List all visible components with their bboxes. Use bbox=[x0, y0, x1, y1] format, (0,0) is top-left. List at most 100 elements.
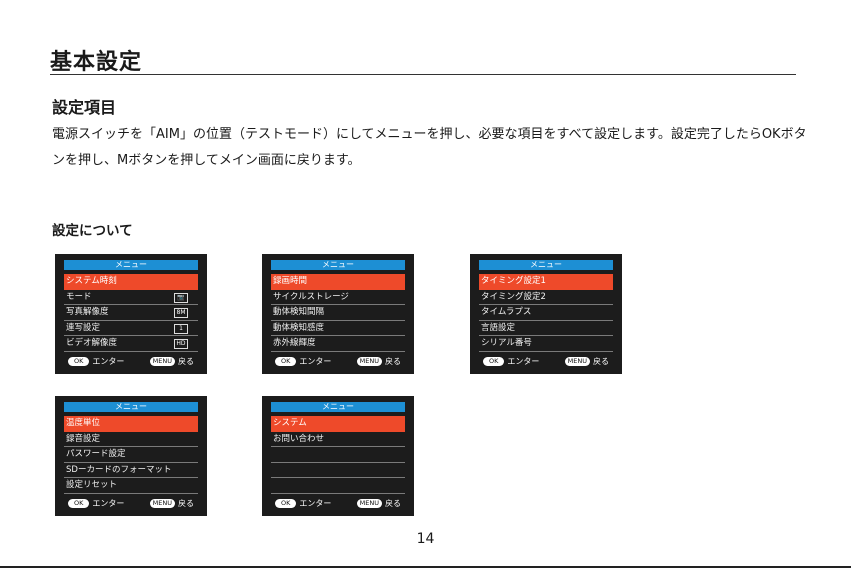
menu-item-label: ビデオ解像度 bbox=[66, 338, 118, 348]
menu-item[interactable]: パスワード設定 bbox=[64, 447, 198, 463]
ok-button-icon: OK bbox=[275, 357, 297, 366]
menu-item[interactable]: タイミング設定2 bbox=[479, 290, 613, 305]
menu-item-label: 赤外線輝度 bbox=[273, 338, 316, 348]
menu-item-label: 動体検知間隔 bbox=[273, 307, 325, 317]
menu-item[interactable] bbox=[271, 478, 405, 494]
enter-label: エンター bbox=[299, 357, 332, 366]
back-label: 戻る bbox=[385, 357, 401, 366]
menu-header: メニュー bbox=[64, 260, 198, 270]
menu-header: メニュー bbox=[479, 260, 613, 270]
setting-value-icon: HD bbox=[174, 339, 188, 349]
menu-item-label: 録画時間 bbox=[273, 276, 308, 286]
back-label: 戻る bbox=[178, 499, 194, 508]
setting-value-icon: 1 bbox=[174, 323, 188, 334]
menu-button-icon: MENU bbox=[149, 357, 175, 366]
menu-item[interactable]: 録音設定 bbox=[64, 432, 198, 447]
menu-item-label: 設定リセット bbox=[66, 480, 118, 490]
menu-item[interactable]: モード📷 bbox=[64, 290, 198, 305]
menu-item[interactable]: SDーカードのフォーマット bbox=[64, 463, 198, 478]
menu-item-label: 言語設定 bbox=[481, 322, 516, 333]
menu-item-label: シリアル番号 bbox=[481, 338, 532, 348]
section-heading: 設定項目 bbox=[52, 98, 117, 117]
menu-item-label: 録音設定 bbox=[66, 433, 101, 444]
menu-list: 録画時間サイクルストレージ動体検知間隔動体検知感度赤外線輝度 bbox=[271, 274, 405, 352]
menu-item[interactable]: 録画時間 bbox=[271, 274, 405, 290]
setting-value-icon: 8M bbox=[174, 308, 188, 318]
menu-item[interactable]: サイクルストレージ bbox=[271, 290, 405, 305]
menu-item-label: 動体検知感度 bbox=[273, 322, 325, 333]
menu-item[interactable]: 動体検知感度 bbox=[271, 321, 405, 336]
menu-screen-4: メニュー温度単位録音設定パスワード設定 SDーカードのフォーマット設定リセット OK… bbox=[55, 396, 207, 516]
menu-item[interactable]: シリアル番号 bbox=[479, 336, 613, 352]
menu-button-icon: MENU bbox=[149, 499, 175, 508]
menu-list: 温度単位録音設定パスワード設定 SDーカードのフォーマット設定リセット bbox=[64, 416, 198, 494]
menu-item[interactable]: 言語設定 bbox=[479, 321, 613, 336]
menu-item[interactable]: お問い合わせ bbox=[271, 432, 405, 447]
menu-item[interactable]: 赤外線輝度 bbox=[271, 336, 405, 352]
menu-item[interactable]: 写真解像度 8M bbox=[64, 305, 198, 321]
menu-header: メニュー bbox=[271, 260, 405, 270]
ok-button-icon: OK bbox=[68, 357, 90, 366]
menu-item-label: タイミング設定1 bbox=[481, 276, 546, 286]
menu-item-label: パスワード設定 bbox=[66, 449, 126, 459]
back-label: 戻る bbox=[385, 499, 401, 508]
page-number: 14 bbox=[416, 531, 435, 547]
bottom-divider bbox=[0, 566, 851, 568]
menu-item-label: 温度単位 bbox=[66, 418, 101, 428]
back-label: 戻る bbox=[593, 357, 609, 366]
menu-button-icon: MENU bbox=[356, 499, 382, 508]
enter-label: エンター bbox=[507, 357, 540, 366]
sub-heading: 設定について bbox=[52, 223, 133, 239]
menu-item[interactable]: 温度単位 bbox=[64, 416, 198, 432]
menu-item-label: タイミング設定2 bbox=[481, 291, 546, 302]
menu-item-label: お問い合わせ bbox=[273, 433, 325, 444]
setting-value-icon: 📷 bbox=[174, 292, 188, 303]
menu-item-label: SDーカードのフォーマット bbox=[66, 464, 172, 475]
menu-item[interactable]: システム bbox=[271, 416, 405, 432]
menu-item-label: サイクルストレージ bbox=[273, 291, 349, 302]
menu-item[interactable]: 動体検知間隔 bbox=[271, 305, 405, 321]
menu-item[interactable]: ビデオ解像度 HD bbox=[64, 336, 198, 352]
menu-header: メニュー bbox=[64, 402, 198, 412]
menu-item[interactable] bbox=[271, 447, 405, 463]
menu-item[interactable]: システム時刻 bbox=[64, 274, 198, 290]
title-divider bbox=[50, 74, 796, 75]
body-paragraph: 電源スイッチを「AIM」の位置（テストモード）にしてメニューを押し、必要な項目を… bbox=[52, 127, 807, 168]
ok-button-icon: OK bbox=[68, 499, 90, 508]
back-label: 戻る bbox=[178, 357, 194, 366]
menu-item-label: 写真解像度 bbox=[66, 307, 109, 317]
menu-item-label: タイムラプス bbox=[481, 307, 532, 317]
menu-item[interactable]: タイムラプス bbox=[479, 305, 613, 321]
enter-label: エンター bbox=[92, 499, 125, 508]
menu-item[interactable]: タイミング設定1 bbox=[479, 274, 613, 290]
ok-button-icon: OK bbox=[483, 357, 505, 366]
menu-header: メニュー bbox=[271, 402, 405, 412]
menu-list: タイミング設定1 タイミング設定2 タイムラプス言語設定シリアル番号 bbox=[479, 274, 613, 352]
menu-item-label: システム時刻 bbox=[66, 276, 117, 286]
menu-button-icon: MENU bbox=[356, 357, 382, 366]
menu-button-icon: MENU bbox=[564, 357, 590, 366]
page-title: 基本設定 bbox=[50, 50, 143, 75]
menu-item[interactable]: 設定リセット bbox=[64, 478, 198, 494]
menu-item[interactable] bbox=[271, 463, 405, 478]
